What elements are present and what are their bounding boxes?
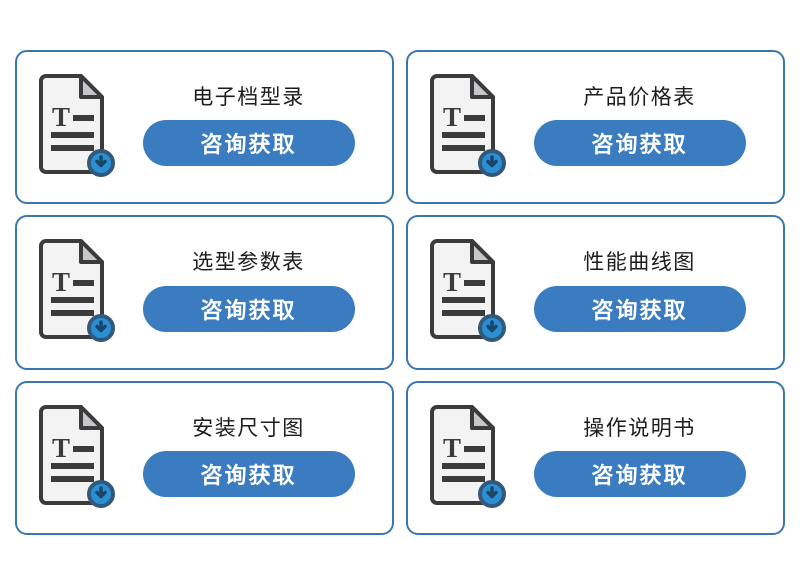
card-title: 安装尺寸图 <box>192 416 305 440</box>
resource-card[interactable]: T 操作说明书 咨询获取 <box>406 380 785 535</box>
resource-card-grid: T 电子档型录 咨询获取 T <box>15 50 785 535</box>
card-body: 电子档型录 咨询获取 <box>119 86 378 168</box>
document-download-icon: T <box>35 239 115 344</box>
card-title: 产品价格表 <box>583 86 696 110</box>
card-title: 操作说明书 <box>583 416 696 440</box>
card-body: 操作说明书 咨询获取 <box>510 417 769 499</box>
resource-card[interactable]: T 安装尺寸图 咨询获取 <box>15 380 394 535</box>
card-body: 安装尺寸图 咨询获取 <box>119 417 378 499</box>
card-body: 产品价格表 咨询获取 <box>510 86 769 168</box>
document-download-icon: T <box>35 74 115 179</box>
resource-card[interactable]: T 产品价格表 咨询获取 <box>406 50 785 205</box>
consult-button[interactable]: 咨询获取 <box>142 450 355 497</box>
card-body: 性能曲线图 咨询获取 <box>510 251 769 333</box>
card-title: 电子档型录 <box>192 86 305 110</box>
card-title: 性能曲线图 <box>583 251 696 275</box>
svg-text:T: T <box>52 102 70 132</box>
svg-text:T: T <box>52 433 70 463</box>
svg-text:T: T <box>443 433 461 463</box>
resource-card[interactable]: T 电子档型录 咨询获取 <box>15 50 394 205</box>
consult-button[interactable]: 咨询获取 <box>533 120 746 167</box>
document-download-icon: T <box>426 74 506 179</box>
resource-card[interactable]: T 选型参数表 咨询获取 <box>15 215 394 370</box>
card-body: 选型参数表 咨询获取 <box>119 251 378 333</box>
consult-button[interactable]: 咨询获取 <box>142 120 355 167</box>
document-download-icon: T <box>35 404 115 510</box>
svg-text:T: T <box>52 267 70 297</box>
card-title: 选型参数表 <box>192 251 305 275</box>
consult-button[interactable]: 咨询获取 <box>142 285 355 332</box>
resource-card[interactable]: T 性能曲线图 咨询获取 <box>406 215 785 370</box>
consult-button[interactable]: 咨询获取 <box>533 450 746 497</box>
document-download-icon: T <box>426 239 506 344</box>
svg-text:T: T <box>443 102 461 132</box>
svg-text:T: T <box>443 267 461 297</box>
document-download-icon: T <box>426 404 506 510</box>
consult-button[interactable]: 咨询获取 <box>533 285 746 332</box>
